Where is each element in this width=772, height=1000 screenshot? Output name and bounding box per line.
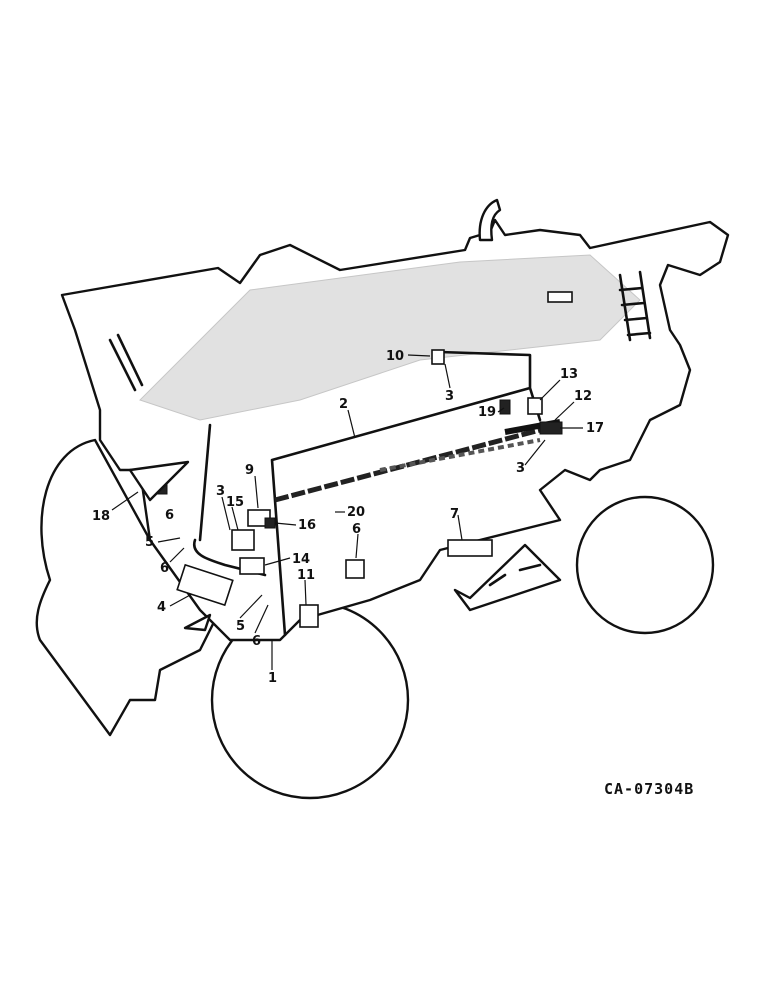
leader-5-bottom xyxy=(239,594,263,619)
callout-3-top: 3 xyxy=(445,389,454,404)
console-plate xyxy=(128,460,190,502)
leader-6-top xyxy=(169,547,185,563)
floor-triangle xyxy=(183,613,212,632)
callout-12: 12 xyxy=(574,389,592,404)
cab-pillar-2 xyxy=(116,333,144,387)
callout-14: 10 xyxy=(386,349,404,364)
callout-7: 6 xyxy=(165,508,174,523)
callout-4: 4 xyxy=(157,600,166,615)
leader-6-bottom xyxy=(254,604,269,634)
callout-2: 2 xyxy=(339,397,348,412)
grain-tank-shading xyxy=(139,254,641,421)
callout-18: 17 xyxy=(586,421,604,436)
leader-3-left xyxy=(221,496,231,531)
callout-16: 15 xyxy=(226,495,244,510)
leader-13 xyxy=(539,379,561,401)
callout-9: 7 xyxy=(450,507,459,522)
component-8-switch xyxy=(345,559,365,579)
harness-crossbar xyxy=(379,438,541,472)
left-fender xyxy=(35,438,217,737)
floor-plate-marks xyxy=(488,563,542,587)
callout-10: 9 xyxy=(245,463,254,478)
callout-1: 1 xyxy=(268,671,277,686)
component-9-module xyxy=(447,539,493,557)
leader-15 xyxy=(264,557,291,566)
leader-16 xyxy=(231,506,239,531)
leader-17 xyxy=(274,522,297,526)
leader-12 xyxy=(554,401,575,421)
component-11-switch xyxy=(299,604,319,628)
callout-17: 16 xyxy=(298,518,316,533)
floor-plate xyxy=(453,543,562,612)
callout-22: 20 xyxy=(347,505,365,520)
callout-8: 6 xyxy=(352,522,361,537)
callout-20: 19 xyxy=(478,405,496,420)
callout-5-bottom: 5 xyxy=(236,619,245,634)
component-13-switch xyxy=(527,397,543,415)
side-window xyxy=(547,291,573,303)
component-20-clip xyxy=(499,399,511,415)
callout-15: 14 xyxy=(292,552,310,567)
leader-8 xyxy=(355,533,359,559)
ladder xyxy=(618,270,652,342)
leader-20 xyxy=(497,407,505,413)
callout-13: 13 xyxy=(560,367,578,382)
figure-code: CA-07304B xyxy=(604,780,695,798)
leader-9 xyxy=(457,514,463,541)
component-16-switch xyxy=(231,529,255,551)
leader-3-right xyxy=(524,439,546,466)
component-15-relay xyxy=(239,557,265,575)
component-4-bracket xyxy=(176,563,234,607)
callout-19: 18 xyxy=(92,509,110,524)
leader-11 xyxy=(304,579,307,606)
callout-3-left: 3 xyxy=(216,484,225,499)
leader-2 xyxy=(347,409,356,439)
callout-5-top: 5 xyxy=(145,535,154,550)
component-17-connector xyxy=(264,517,276,529)
callout-3-right: 3 xyxy=(516,461,525,476)
component-14-switch xyxy=(431,349,445,365)
leader-19 xyxy=(111,491,139,511)
callout-6-bottom: 6 xyxy=(252,634,261,649)
component-12-relay xyxy=(539,421,563,435)
leader-4 xyxy=(169,593,193,607)
callout-11: 11 xyxy=(297,568,315,583)
harness-main-run xyxy=(274,427,541,503)
cab-pillar xyxy=(108,338,137,392)
unloading-spout xyxy=(478,198,502,242)
callout-6-top: 6 xyxy=(160,561,169,576)
leader-10 xyxy=(254,475,259,509)
leader-14 xyxy=(407,354,431,357)
leader-3-top xyxy=(444,363,451,389)
front-wheel xyxy=(575,495,715,635)
leader-5-top xyxy=(157,537,181,543)
